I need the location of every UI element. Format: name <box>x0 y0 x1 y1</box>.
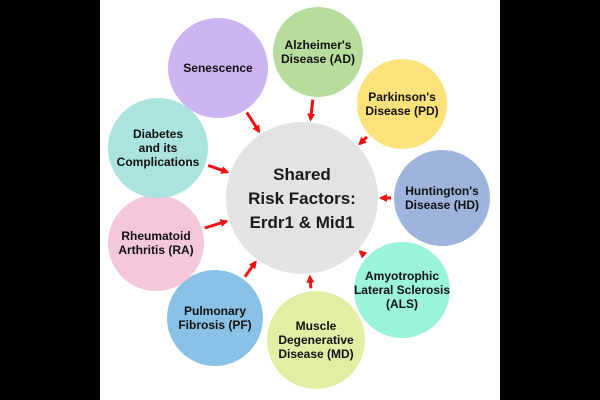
center-circle <box>226 122 378 274</box>
arrow-parkinsons <box>358 135 369 146</box>
node-circle-parkinsons <box>357 59 447 149</box>
arrow-diabetes <box>207 163 230 174</box>
node-circle-muscle-degenerative <box>267 291 365 389</box>
node-label-senescence: Senescence <box>183 61 253 75</box>
arrows-layer <box>204 99 391 289</box>
node-circle-senescence <box>168 18 268 118</box>
arrow-rheumatoid-arthritis <box>204 219 229 230</box>
node-circle-huntingtons <box>394 150 490 246</box>
node-senescence: Senescence <box>168 18 268 118</box>
node-circle-alzheimers <box>273 7 363 97</box>
arrow-pulmonary-fibrosis <box>243 260 257 278</box>
node-circle-als <box>354 242 450 338</box>
arrow-alzheimers <box>307 99 316 122</box>
node-circle-pulmonary-fibrosis <box>167 270 263 366</box>
arrow-muscle-degenerative <box>306 274 315 289</box>
arrow-senescence <box>245 111 261 134</box>
node-circle-rheumatoid-arthritis <box>108 195 204 291</box>
arrow-als <box>358 250 368 259</box>
node-circle-diabetes <box>108 98 208 198</box>
